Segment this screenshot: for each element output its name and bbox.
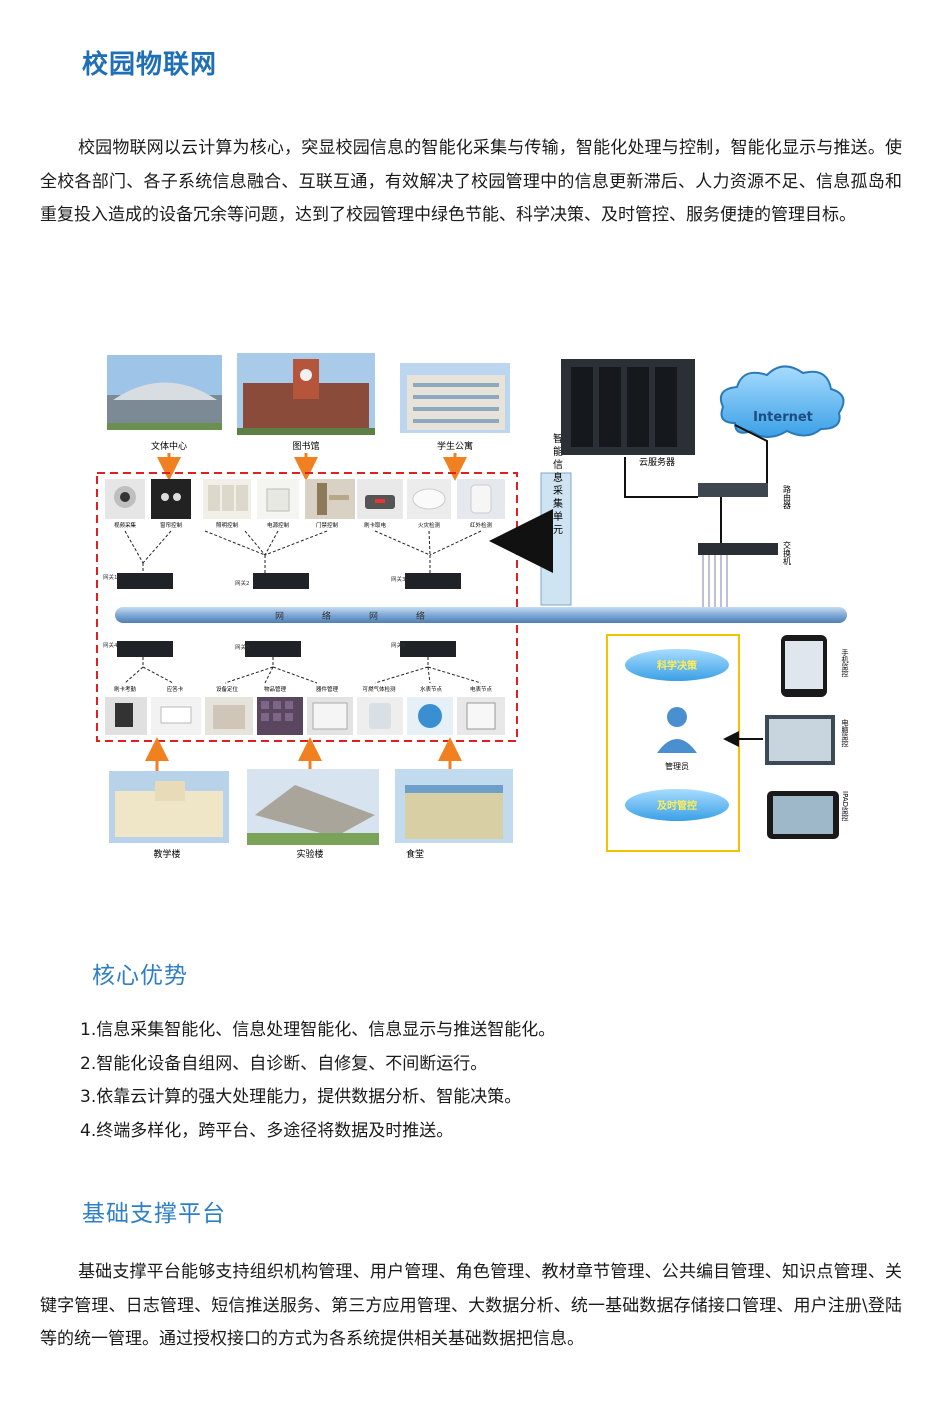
- device-label-water-meter: 水表节点: [420, 685, 443, 693]
- building-sports-center-image: [107, 355, 222, 430]
- gateway-row-bottom: [117, 641, 456, 657]
- gateway-row-top: [117, 573, 461, 589]
- device-label-power: 电源控制: [267, 521, 290, 529]
- device-label-curtain: 窗帘控制: [160, 521, 183, 529]
- building-label-sports-center: 文体中心: [151, 440, 187, 452]
- device-label-gas: 可燃气体检测: [362, 685, 396, 693]
- gateway-label-2: 网关2: [235, 579, 250, 587]
- manager-icon: [657, 707, 697, 753]
- section-title-advantages: 核心优势: [92, 963, 188, 989]
- building-library-image: [237, 353, 375, 435]
- building-canteen-image: [395, 769, 513, 843]
- building-label-library: 图书馆: [292, 440, 319, 452]
- building-teaching-image: [109, 771, 229, 843]
- building-lab-image: [247, 769, 379, 845]
- device-label-video: 视频采集: [114, 521, 137, 529]
- decision-bubble: [625, 649, 729, 681]
- phone-terminal-label: 手机监控: [841, 648, 849, 678]
- collector-unit-label: 智能信息采集单元: [551, 432, 563, 537]
- device-label-fire: 火灾检测: [418, 521, 441, 529]
- bottom-device-row: [105, 697, 505, 735]
- computer-terminal-label: 电脑监控: [841, 718, 849, 748]
- device-label-door: 门禁控制: [316, 521, 339, 529]
- router-icon: [698, 483, 768, 497]
- network-bus: [115, 607, 847, 623]
- manager-label: 管理员: [665, 761, 689, 771]
- gateway-label-3: 网关3: [391, 575, 406, 583]
- ipad-terminal-icon: [767, 791, 839, 839]
- building-label-teaching: 教学楼: [153, 848, 180, 860]
- phone-terminal-icon: [781, 635, 827, 697]
- top-device-row: [105, 479, 505, 519]
- list-item: 4.终端多样化，跨平台、多途径将数据及时推送。: [80, 1120, 454, 1141]
- switch-label: 交换机: [783, 540, 792, 566]
- gateway-label-5: 网关5: [235, 643, 250, 651]
- device-label-answer-card: 应答卡: [167, 685, 184, 693]
- building-label-canteen: 食堂: [406, 848, 424, 860]
- gateway-label-4: 网关4: [103, 641, 118, 649]
- section-title-platform: 基础支撑平台: [82, 1201, 226, 1227]
- device-label-power-meter: 电表节点: [470, 685, 493, 693]
- building-label-dormitory: 学生公寓: [437, 440, 473, 452]
- building-label-lab: 实验楼: [296, 848, 323, 860]
- device-label-lighting: 照明控制: [216, 521, 239, 529]
- device-label-card-power: 刷卡取电: [364, 521, 387, 529]
- device-label-infrared: 红外检测: [470, 521, 493, 529]
- control-label: 及时管控: [657, 799, 697, 812]
- list-item: 3.依靠云计算的强大处理能力，提供数据分析、智能决策。: [80, 1087, 522, 1107]
- device-label-items: 物品管理: [264, 685, 287, 693]
- advantages-list: 1.信息采集智能化、信息处理智能化、信息显示与推送智能化。 2.智能化设备自组网…: [80, 1014, 555, 1148]
- network-bus-label: 网络网络: [275, 610, 463, 622]
- device-label-positioning: 设备定位: [216, 685, 239, 693]
- gateway-label-6: 网关6: [391, 641, 406, 649]
- internet-label: Internet: [753, 410, 813, 425]
- cloud-server-label: 云服务器: [639, 456, 675, 468]
- list-item: 2.智能化设备自组网、自诊断、自修复、不间断运行。: [80, 1053, 488, 1074]
- control-bubble: [625, 789, 729, 821]
- intro-paragraph: 校园物联网以云计算为核心，突显校园信息的智能化采集与传输，智能化处理与控制，智能…: [40, 138, 902, 225]
- gateway-label-1: 网关1: [103, 573, 118, 581]
- section-title-iot: 校园物联网: [82, 50, 218, 80]
- cloud-server-image: [561, 359, 695, 455]
- device-label-attendance: 刷卡考勤: [114, 685, 137, 693]
- building-dormitory-image: [400, 363, 510, 433]
- computer-terminal-icon: [765, 715, 835, 765]
- device-label-components: 器件管理: [316, 685, 339, 693]
- iot-architecture-diagram: 文体中心 图书馆 学生公寓 视频采集 窗帘控制 照明控制 电源控制 门禁控制 刷…: [96, 353, 849, 860]
- list-item: 1.信息采集智能化、信息处理智能化、信息显示与推送智能化。: [80, 1020, 556, 1040]
- ipad-terminal-label: IPAD监控: [841, 791, 849, 822]
- switch-icon: [698, 543, 778, 555]
- router-label: 路由器: [783, 484, 792, 510]
- platform-paragraph: 基础支撑平台能够支持组织机构管理、用户管理、角色管理、教材章节管理、公共编目管理…: [40, 1262, 902, 1349]
- decision-label: 科学决策: [657, 659, 698, 672]
- internet-cloud-icon: [719, 365, 845, 438]
